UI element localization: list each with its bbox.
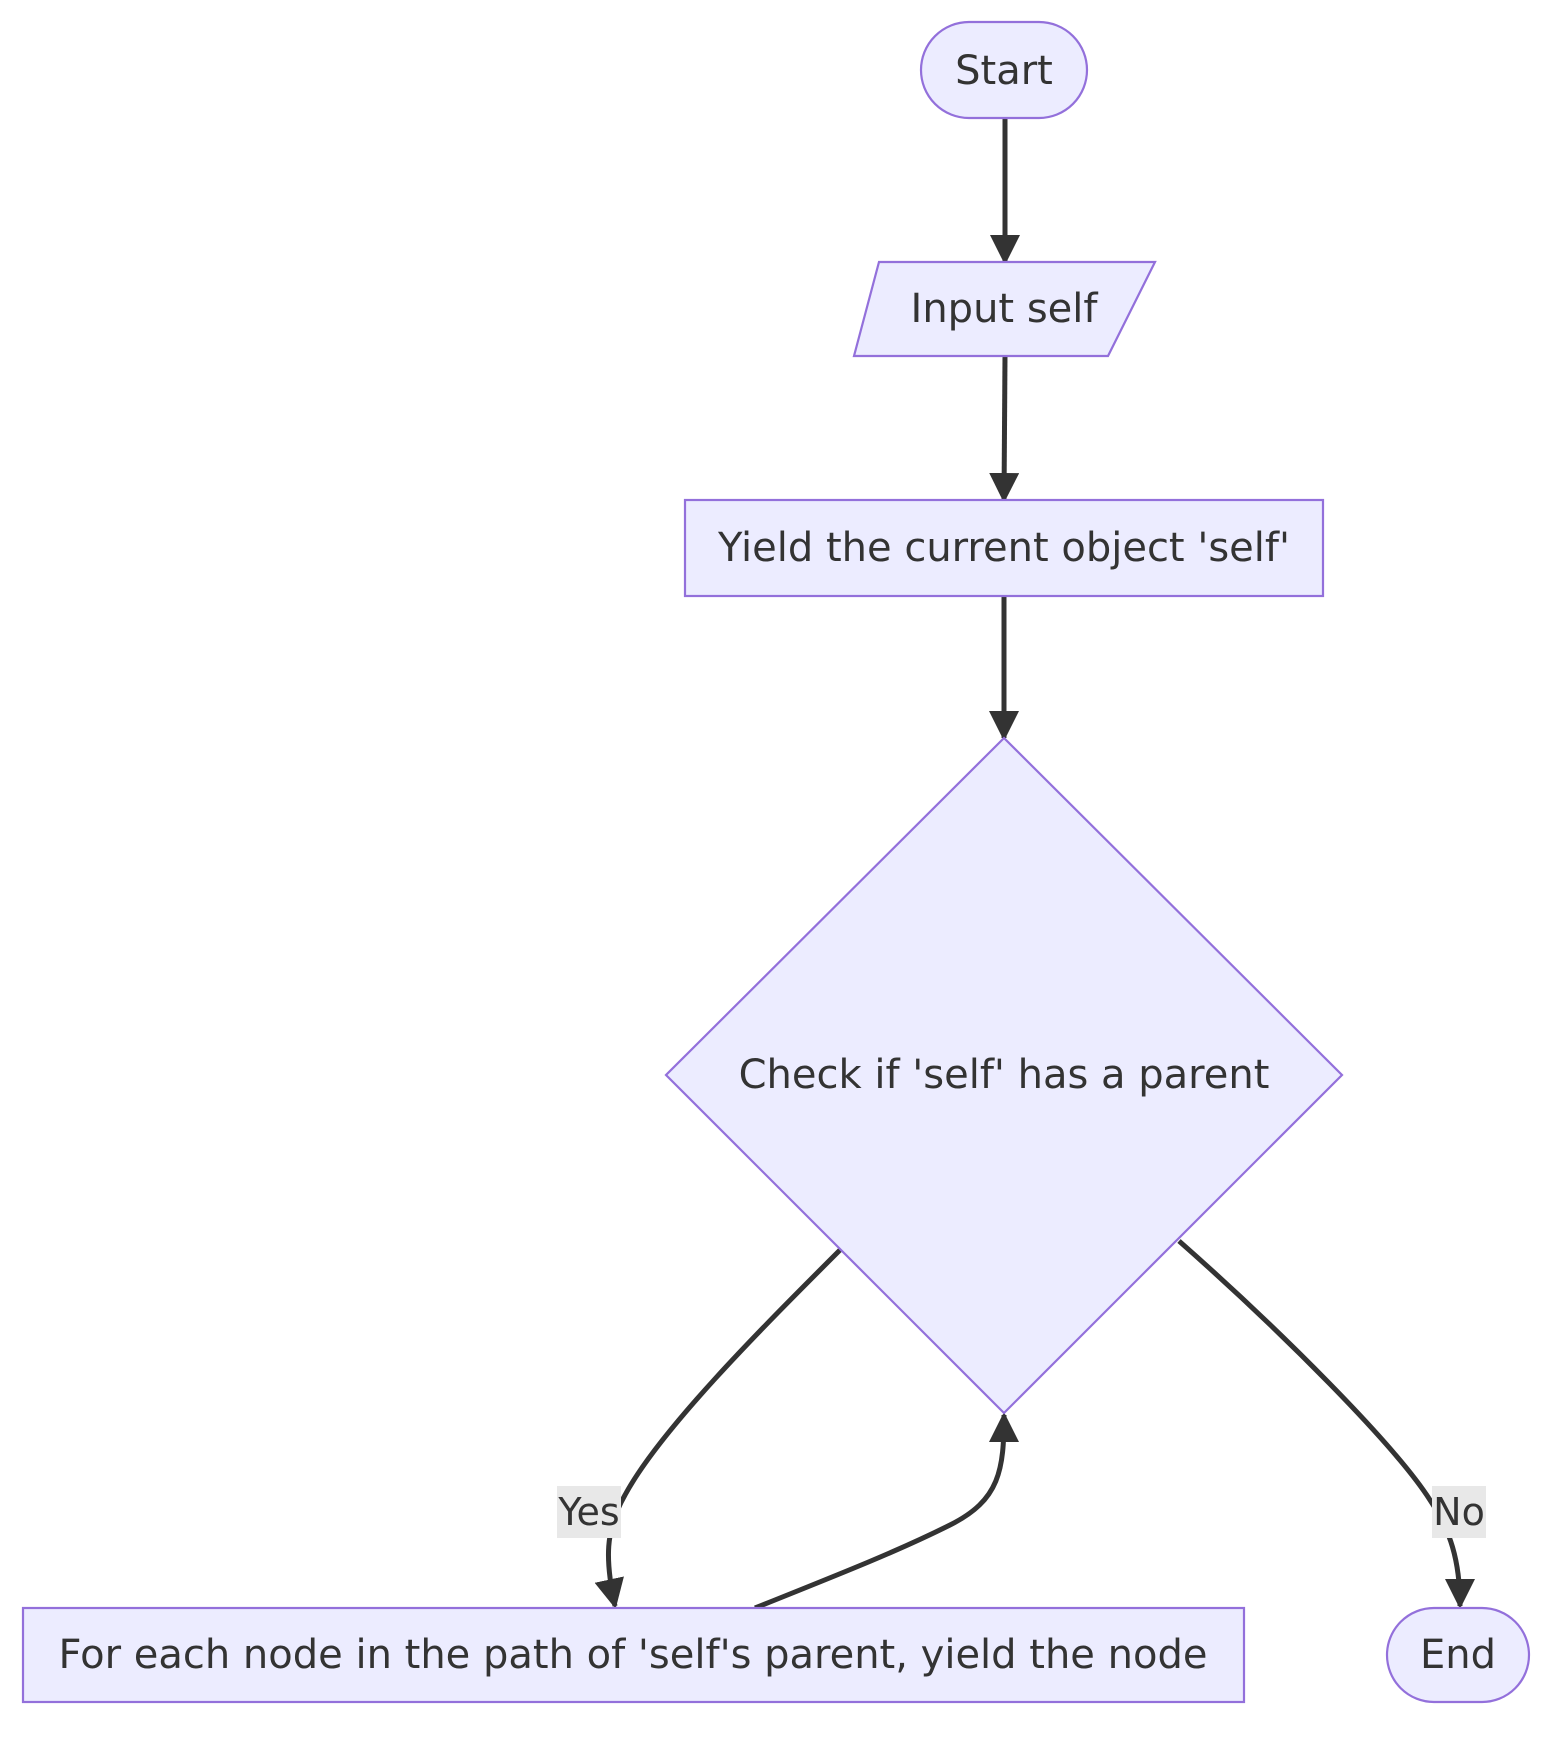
node-input-shape xyxy=(852,260,1157,358)
edge-check-to-foreach-yes xyxy=(594,1248,842,1609)
node-check-parent: Check if 'self' has a parent xyxy=(664,736,1344,1415)
node-start: Start xyxy=(919,20,1089,120)
node-for-each-label: For each node in the path of 'self's par… xyxy=(59,1632,1208,1678)
edge-label-yes: Yes xyxy=(557,1486,621,1538)
node-start-label: Start xyxy=(955,48,1053,94)
node-check-parent-shape xyxy=(664,736,1344,1415)
node-for-each-shape xyxy=(21,1606,1246,1704)
node-check-parent-label: Check if 'self' has a parent xyxy=(739,1052,1270,1098)
edge-label-yes-background xyxy=(557,1486,621,1538)
node-end-label: End xyxy=(1420,1632,1496,1678)
node-end: End xyxy=(1385,1606,1531,1704)
edges xyxy=(594,118,1475,1611)
node-for-each: For each node in the path of 'self's par… xyxy=(21,1606,1246,1704)
node-input-label: Input self xyxy=(911,286,1099,332)
edge-label-no-text: No xyxy=(1433,1490,1485,1534)
edge-input-to-yield xyxy=(989,355,1020,503)
node-yield-self: Yield the current object 'self' xyxy=(683,498,1325,598)
edge-label-no: No xyxy=(1432,1486,1486,1538)
edge-foreach-to-check-loop xyxy=(754,1412,1019,1611)
edge-check-to-end-no xyxy=(1177,1239,1475,1609)
node-yield-self-shape xyxy=(683,498,1325,598)
edge-label-no-background xyxy=(1432,1486,1486,1538)
node-start-shape xyxy=(919,20,1089,120)
node-end-shape xyxy=(1385,1606,1531,1704)
edge-label-yes-text: Yes xyxy=(557,1490,619,1534)
node-yield-self-label: Yield the current object 'self' xyxy=(717,525,1290,571)
node-input: Input self xyxy=(852,260,1157,358)
